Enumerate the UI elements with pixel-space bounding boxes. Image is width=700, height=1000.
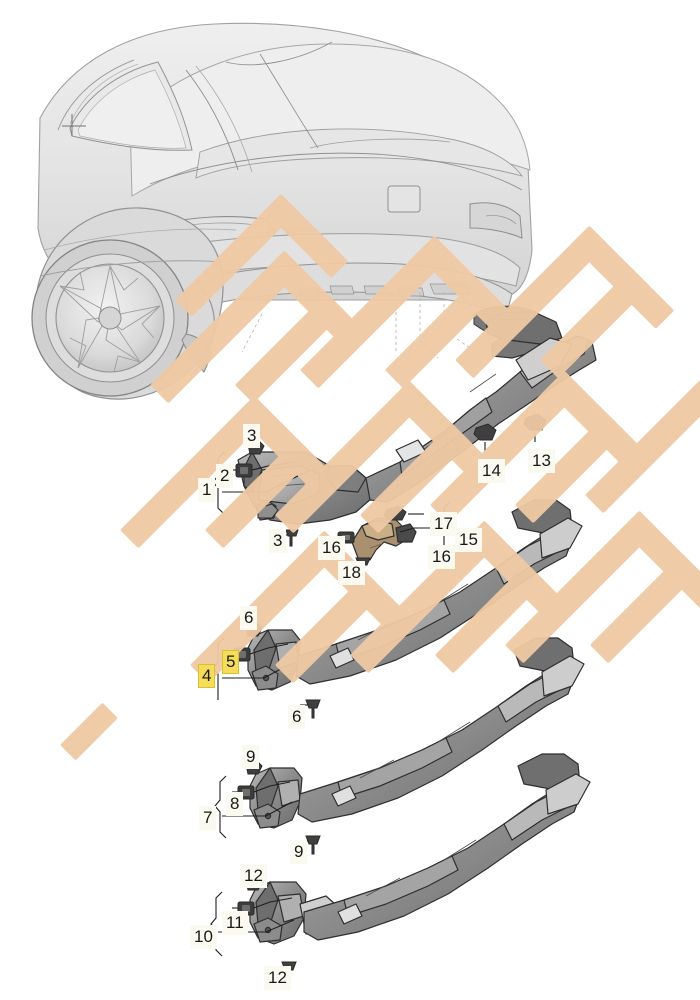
callout-number-16[interactable]: 16 [428, 545, 455, 569]
callout-number-11[interactable]: 11 [222, 911, 248, 935]
fastener-2 [235, 463, 253, 478]
part-panel-7 [249, 767, 303, 829]
callout-number-14[interactable]: 14 [478, 459, 505, 483]
callout-number-13[interactable]: 13 [528, 449, 555, 473]
part-bracket-15 [351, 517, 417, 561]
fastener-9-bottom [305, 835, 321, 855]
callout-number-12[interactable]: 12 [240, 864, 267, 888]
callout-number-2[interactable]: 2 [216, 464, 234, 488]
callout-number-16[interactable]: 16 [318, 536, 345, 560]
part-panel-4 [247, 629, 301, 691]
callout-number-8[interactable]: 8 [226, 792, 244, 816]
callout-number-3[interactable]: 3 [269, 529, 287, 553]
fastener-6-bottom [305, 699, 321, 719]
fastener-17 [383, 505, 407, 521]
vehicle-to-parts-guides [195, 292, 471, 373]
callout-number-15[interactable]: 15 [455, 528, 482, 552]
callout-number-3[interactable]: 3 [243, 424, 261, 448]
callout-number-17[interactable]: 17 [430, 512, 457, 536]
part-panel-10-arm [303, 753, 591, 941]
callout-number-9[interactable]: 9 [242, 745, 260, 769]
callout-number-18[interactable]: 18 [338, 561, 365, 585]
callout-number-6[interactable]: 6 [288, 705, 306, 729]
callout-number-7[interactable]: 7 [199, 806, 217, 830]
callout-number-9[interactable]: 9 [290, 840, 308, 864]
callout-number-1[interactable]: 1 [198, 478, 216, 502]
callout-number-6[interactable]: 6 [240, 606, 258, 630]
vehicle-illustration [31, 22, 540, 400]
fastener-3-bottom [285, 529, 299, 547]
callout-number-12[interactable]: 12 [264, 966, 291, 990]
callout-number-5[interactable]: 5 [222, 650, 240, 674]
callout-number-4[interactable]: 4 [198, 664, 216, 688]
fastener-13 [523, 413, 547, 431]
callout-number-10[interactable]: 10 [190, 925, 217, 949]
